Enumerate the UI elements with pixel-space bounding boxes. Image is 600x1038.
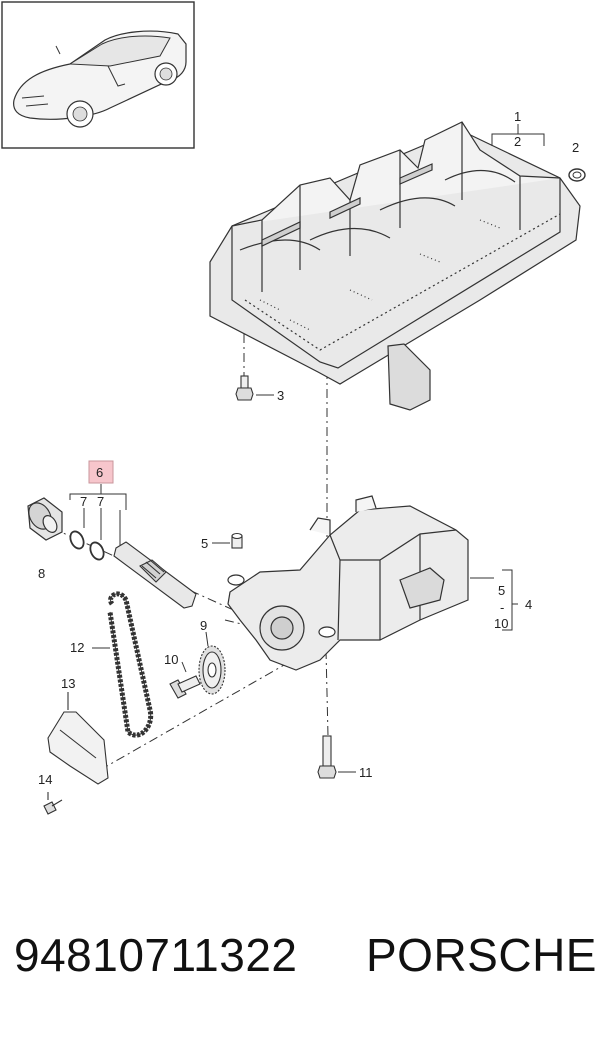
callout-9: 9 [200, 618, 207, 633]
crankcase-lower-frame [209, 121, 581, 411]
sprocket-9 [198, 645, 226, 695]
callout-11: 11 [359, 765, 373, 780]
callout-1: 1 [514, 109, 521, 124]
callout-5-housing: 5 [498, 583, 505, 598]
bolt-10 [169, 675, 201, 699]
part-number: 94810711322 [14, 929, 298, 981]
chain-12 [92, 591, 154, 738]
chain-cover-13 [47, 692, 109, 785]
callout-8: 8 [38, 566, 45, 581]
bolt-11 [317, 735, 356, 779]
highlight-box-6 [88, 460, 114, 484]
callout-14: 14 [38, 772, 52, 787]
callout-10-housing: 10 [494, 616, 508, 631]
callout-13: 13 [61, 676, 75, 691]
callout-labels: 1 2 2 3 4 5 - 10 5 6 7 7 8 9 10 11 12 13… [38, 109, 579, 787]
oil-pump-housing [227, 495, 469, 671]
callout-12: 12 [70, 640, 84, 655]
callout-7-left: 7 [80, 494, 87, 509]
bushing-5 [212, 532, 243, 549]
callout-2: 2 [514, 134, 521, 149]
callout-dash: - [500, 600, 504, 615]
plug-8 [27, 497, 63, 541]
brand-name: PORSCHE [366, 929, 597, 981]
callout-10-bolt: 10 [164, 652, 178, 667]
callout-3: 3 [277, 388, 284, 403]
callout-2-seal: 2 [572, 140, 579, 155]
callout-5-bushing: 5 [201, 536, 208, 551]
vehicle-thumbnail [1, 1, 195, 149]
bolt-14 [43, 792, 63, 815]
footer-caption: 94810711322 PORSCHE [0, 928, 600, 998]
callout-7-right: 7 [97, 494, 104, 509]
callout-4: 4 [525, 597, 532, 612]
bolt-3 [235, 375, 274, 401]
drive-shaft-6 [113, 541, 197, 609]
callout-brackets [69, 124, 545, 673]
o-rings-7 [69, 530, 105, 561]
callout-6: 6 [96, 465, 103, 480]
seal-ring-2 [568, 168, 586, 182]
